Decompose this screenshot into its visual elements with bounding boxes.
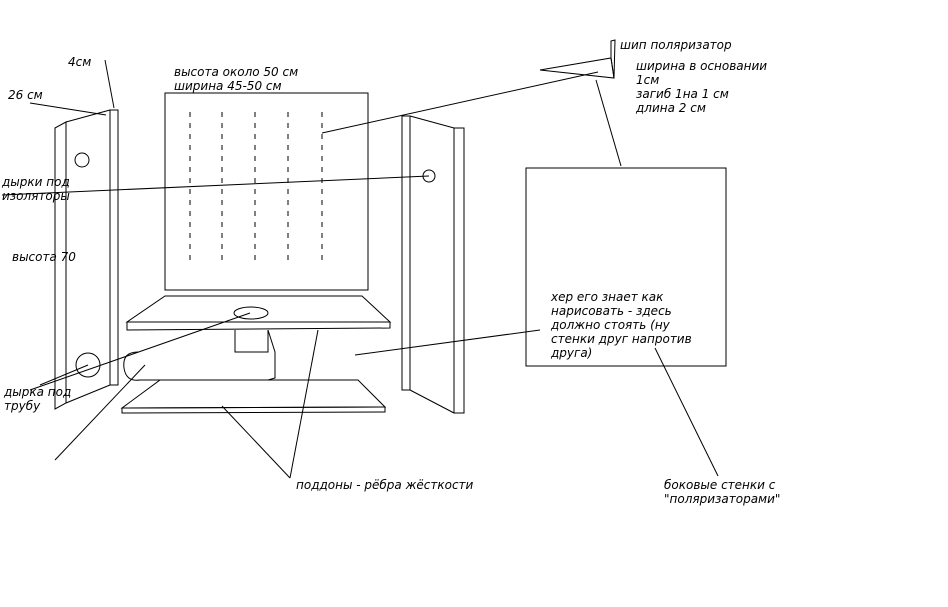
- tray-pipe-hole: [233, 306, 269, 320]
- label-spike-dimensions: ширина в основании 1см загиб 1на 1 см дл…: [636, 59, 767, 115]
- label-26cm: 26 см: [8, 88, 43, 102]
- label-insulator-holes: дырки под изоляторы: [2, 175, 70, 203]
- right-wall-bottom-edge: [409, 389, 455, 414]
- label-spike-base-1: ширина в основании: [636, 59, 768, 73]
- center-panel-outline: [164, 92, 369, 291]
- left-wall-bottom-edge: [65, 384, 111, 404]
- tray-drain-channel: [234, 330, 269, 353]
- upper-tray: [123, 295, 392, 381]
- label-pipe-hole-2: трубу: [4, 399, 41, 413]
- leader-26cm: [29, 102, 107, 116]
- leader-trays-upper: [289, 329, 319, 479]
- label-height-70: высота 70: [12, 250, 76, 264]
- label-4cm: 4см: [68, 55, 92, 69]
- lower-tray: [120, 379, 387, 414]
- label-side-walls: боковые стенки с "поляризаторами": [664, 478, 780, 506]
- leader-insulator-holes: [1, 175, 430, 196]
- label-height-50: высота около 50 см: [174, 65, 299, 79]
- label-unknown-2: нарисовать - здесь: [551, 304, 672, 318]
- left-wall-front-rail: [54, 121, 67, 410]
- label-unknown-1: хер его знает как: [551, 290, 664, 304]
- side-wall-detail-box: [525, 167, 727, 367]
- center-panel-dashes: [189, 112, 323, 260]
- label-trays: поддоны - рёбра жёсткости: [296, 478, 474, 492]
- label-insulator-holes-2: изоляторы: [2, 189, 70, 203]
- leader-trays-lower: [221, 405, 291, 479]
- leader-pipe-hole-wall: [39, 364, 89, 386]
- label-pipe-hole-1: дырка под: [4, 385, 72, 399]
- upper-tray-front: [126, 321, 391, 331]
- label-spike-title: шип поляризатор: [620, 38, 732, 52]
- label-spike-base-2: 1см: [636, 73, 660, 87]
- polarizer-spike: [539, 39, 616, 79]
- label-unknown-5: друга): [551, 346, 593, 360]
- label-panel-dimensions: высота около 50 см ширина 45-50 см: [174, 65, 298, 93]
- right-side-wall: [401, 115, 465, 414]
- center-panel: [164, 92, 369, 291]
- label-unknown-3: должно стоять (ну: [551, 318, 670, 332]
- label-unknown-4: стенки друг напротив: [551, 332, 692, 346]
- leader-pipe-hole-tray: [29, 312, 251, 391]
- leader-side-walls: [654, 347, 719, 477]
- leader-unknown: [354, 329, 541, 356]
- spike-bend: [610, 39, 616, 79]
- left-wall-back-rail: [109, 109, 119, 386]
- label-unknown-placement: хер его знает как нарисовать - здесь дол…: [551, 290, 692, 360]
- tray-pipe-outlet: [123, 351, 268, 381]
- right-wall-back-rail: [453, 127, 465, 414]
- label-side-walls-1: боковые стенки с: [664, 478, 776, 492]
- insulator-hole-left: [74, 152, 90, 168]
- leader-lines: [1, 59, 719, 479]
- left-side-wall: [54, 109, 119, 410]
- lower-tray-top: [120, 379, 387, 409]
- left-wall-top-edge: [65, 109, 111, 123]
- lower-tray-front: [121, 406, 386, 414]
- right-wall-top-edge: [409, 115, 455, 129]
- label-insulator-holes-1: дырки под: [2, 175, 70, 189]
- spike-triangle: [539, 57, 615, 79]
- tray-drain-side: [267, 329, 276, 381]
- label-spike-length: длина 2 см: [636, 101, 706, 115]
- right-wall-front-rail: [401, 115, 411, 391]
- label-spike-bend: загиб 1на 1 см: [636, 87, 729, 101]
- leader-pipe-outlet: [54, 364, 146, 461]
- leader-spike-to-panel: [321, 71, 599, 134]
- label-pipe-hole: дырка под трубу: [4, 385, 71, 413]
- label-side-walls-2: "поляризаторами": [664, 492, 781, 506]
- label-width-45-50: ширина 45-50 см: [174, 79, 282, 93]
- leader-4cm: [104, 59, 115, 109]
- leader-spike-to-box: [595, 79, 622, 167]
